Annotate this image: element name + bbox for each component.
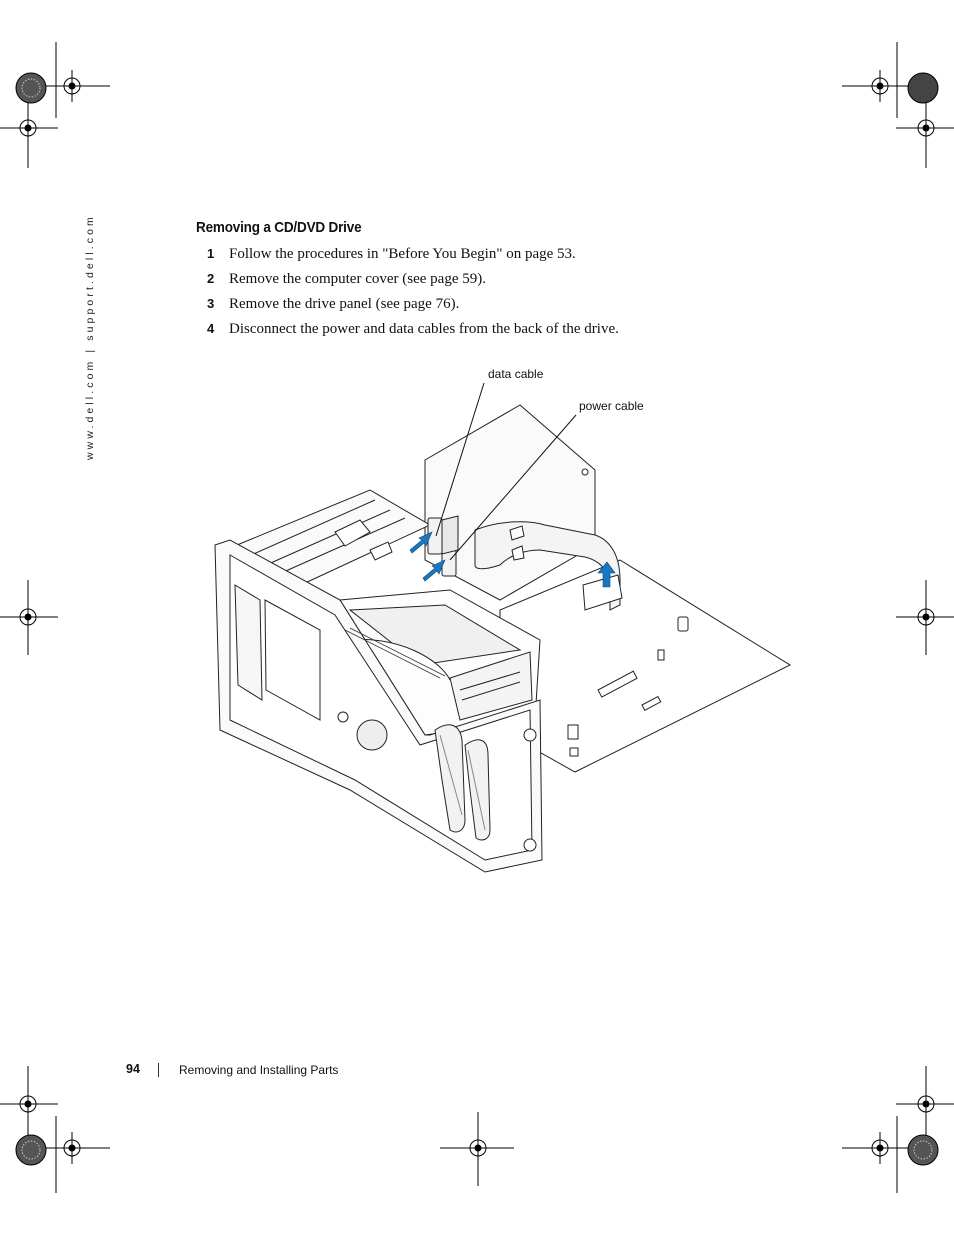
step-number: 4	[207, 321, 215, 336]
step-text: Remove the drive panel (see page 76).	[229, 296, 460, 312]
step-item: 3 Remove the drive panel (see page 76).	[207, 296, 619, 321]
chapter-title: Removing and Installing Parts	[179, 1063, 339, 1077]
chassis-drawing	[214, 382, 792, 873]
step-item: 4 Disconnect the power and data cables f…	[207, 321, 619, 346]
step-item: 2 Remove the computer cover (see page 59…	[207, 271, 619, 296]
section-title: Removing a CD/DVD Drive	[196, 219, 362, 236]
drive-cable-illustration: data cable power cable	[200, 360, 800, 880]
data-cable-callout: data cable	[488, 367, 544, 381]
sidebar-url: www.dell.com | support.dell.com	[84, 214, 96, 460]
footer-divider	[158, 1063, 159, 1077]
step-item: 1 Follow the procedures in "Before You B…	[207, 246, 619, 271]
power-cable-callout: power cable	[579, 399, 644, 413]
steps-list: 1 Follow the procedures in "Before You B…	[207, 246, 619, 346]
step-text: Remove the computer cover (see page 59).	[229, 271, 486, 287]
step-text: Follow the procedures in "Before You Beg…	[229, 246, 576, 262]
step-number: 3	[207, 296, 215, 311]
step-text: Disconnect the power and data cables fro…	[229, 321, 619, 337]
connector-arrows	[409, 531, 616, 588]
step-number: 1	[207, 246, 215, 261]
page-number: 94	[126, 1062, 140, 1076]
step-number: 2	[207, 271, 215, 286]
